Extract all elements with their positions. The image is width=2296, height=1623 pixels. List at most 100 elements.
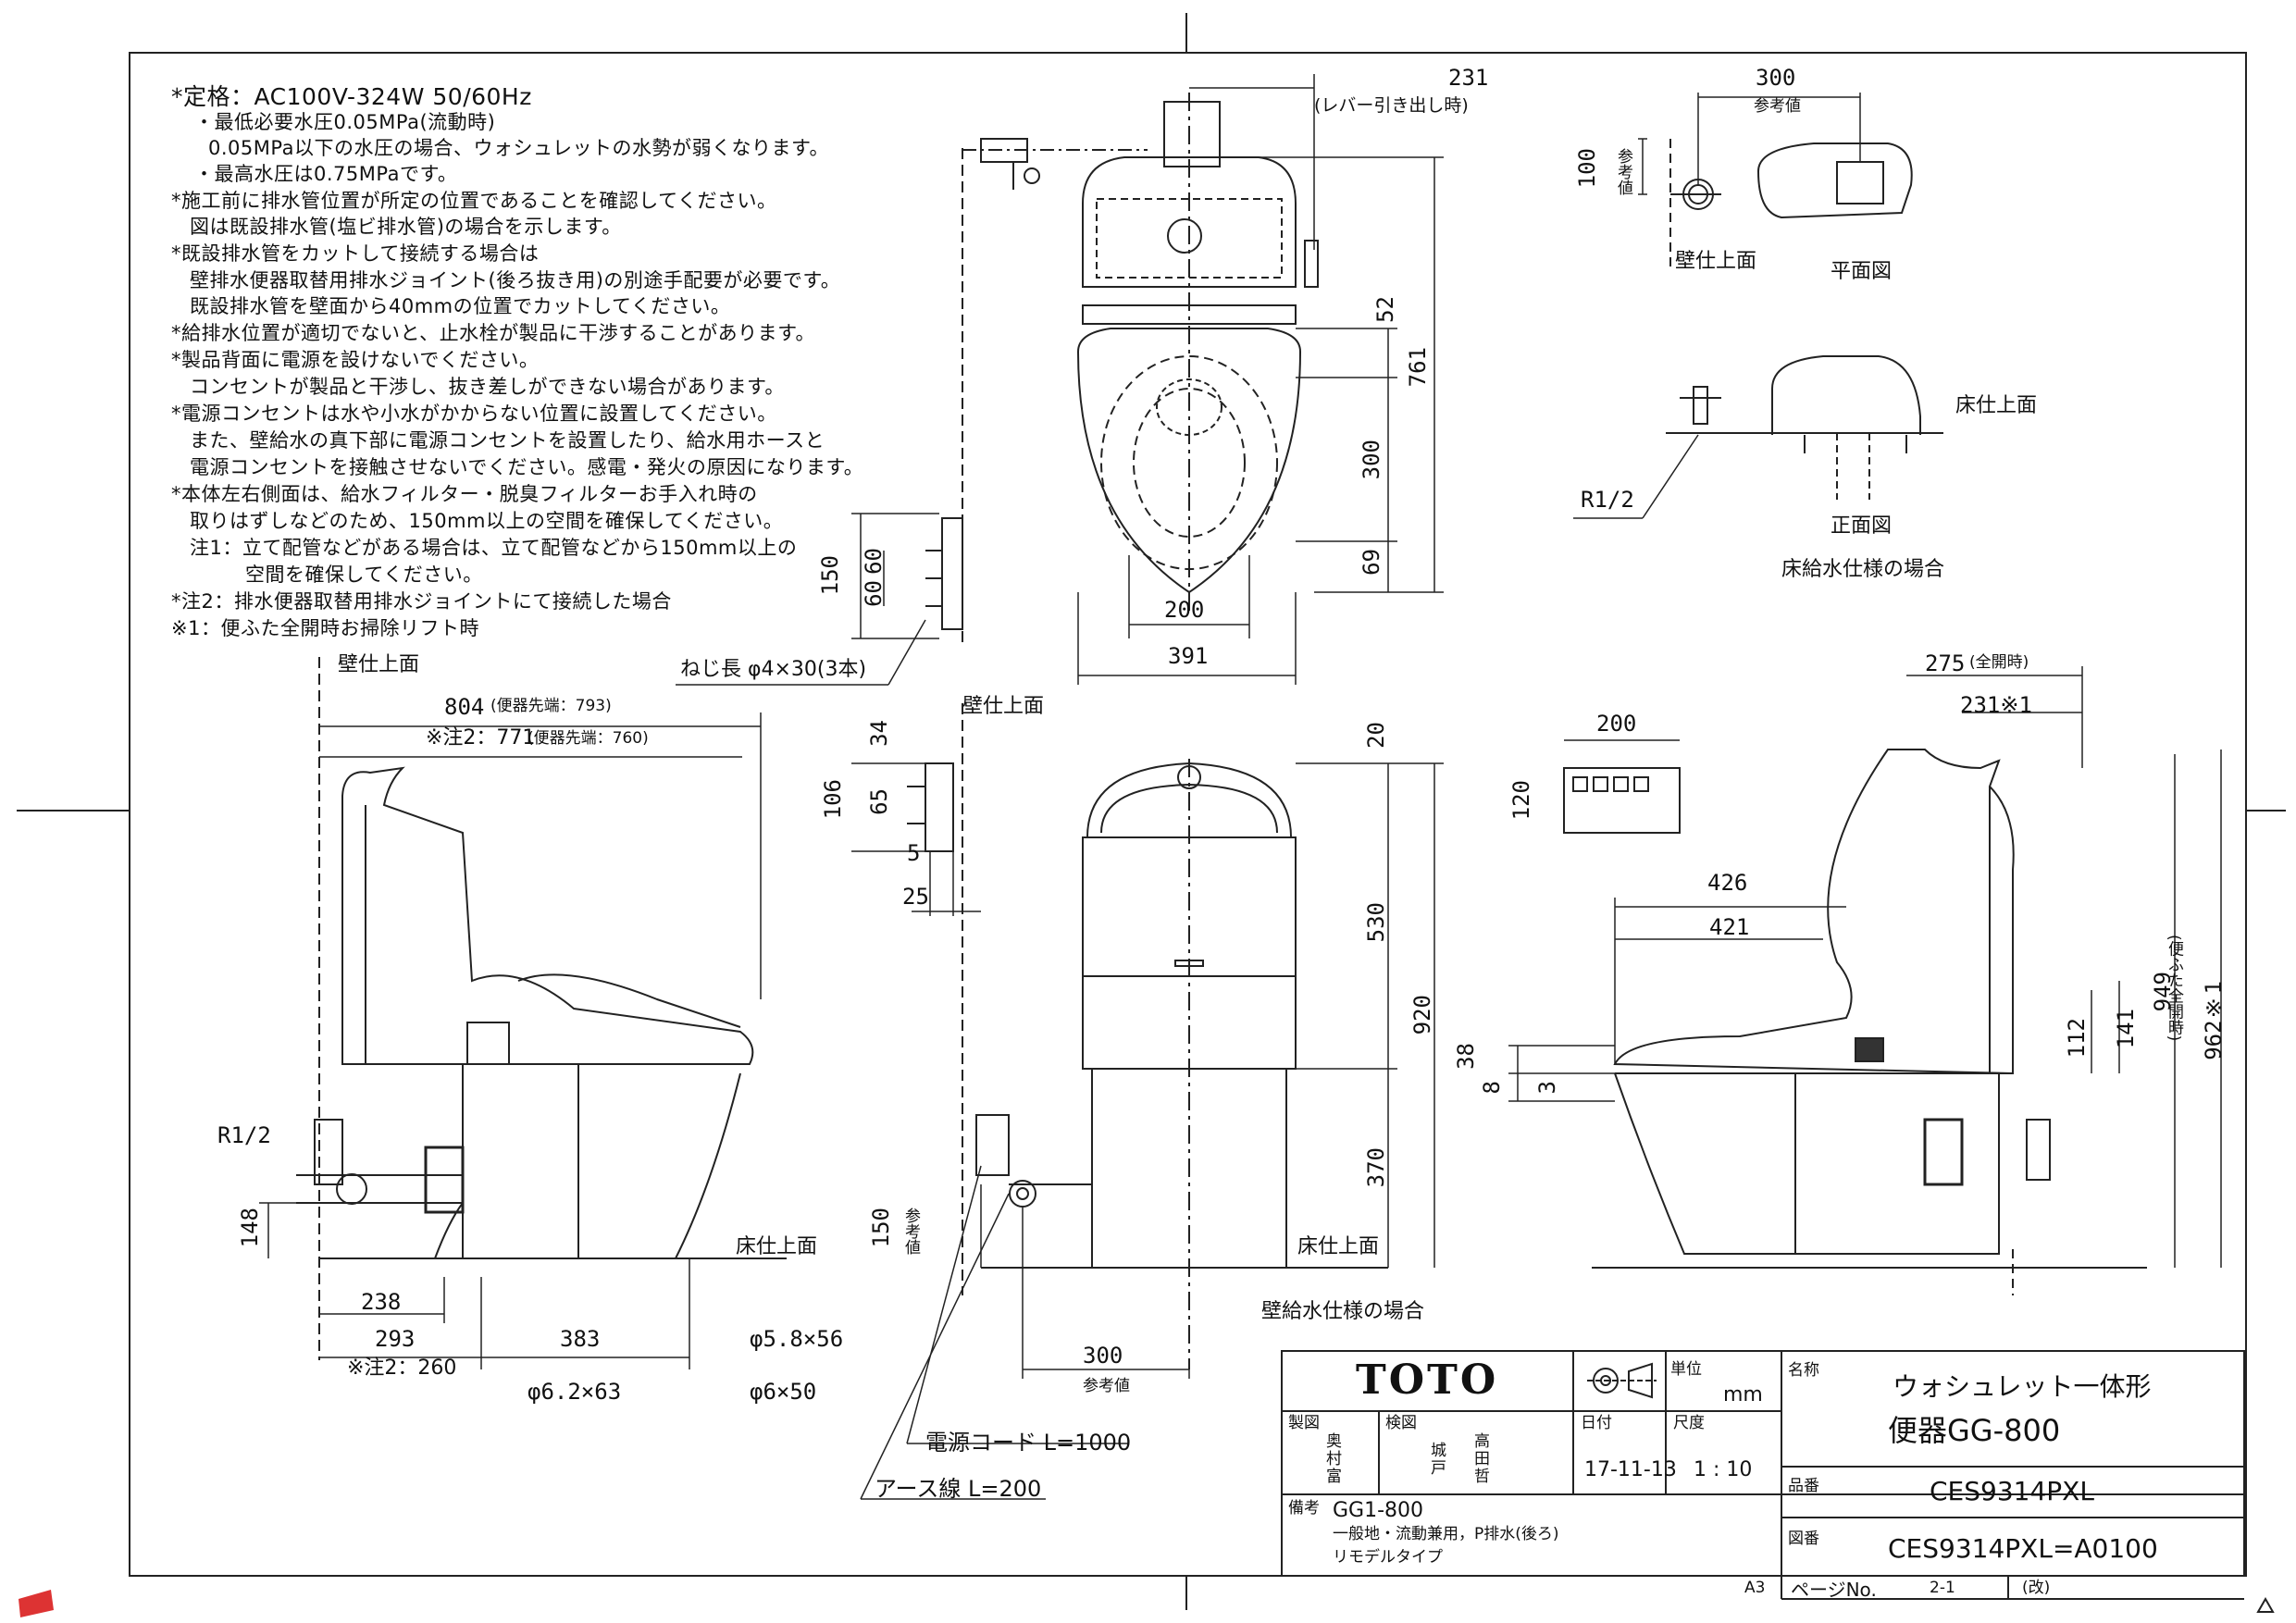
dim-8: 8: [1479, 1081, 1505, 1095]
title-block-frame: [1281, 1350, 2245, 1600]
note-line: ※1：便ふた全開時お掃除リフト時: [171, 617, 479, 639]
dim-65: 65: [866, 788, 892, 815]
dim-25: 25: [902, 884, 929, 910]
reference-label: 参考値: [1614, 148, 1632, 195]
wall-supply-title: 壁給水仕様の場合: [1261, 1300, 1425, 1323]
remarks-label: 備考: [1288, 1499, 1320, 1518]
projection-symbol: [1587, 1362, 1657, 1399]
part-number: CES9314PXL: [1930, 1476, 2094, 1506]
note-line: *既設排水管をカットして接続する場合は: [171, 242, 540, 265]
note-line: 図は既設排水管(塩ビ排水管)の場合を示します。: [190, 216, 622, 238]
date-value: 17-11-13: [1584, 1458, 1677, 1481]
note-line: ・最低必要水圧0.05MPa(流動時): [194, 111, 496, 133]
dim-141: 141: [2113, 1009, 2139, 1049]
dim-52: 52: [1372, 296, 1398, 323]
name-label: 名称: [1788, 1361, 1819, 1380]
sheet-size: A3: [1744, 1579, 1766, 1597]
dim-293: 293: [375, 1326, 416, 1352]
reference-label: 参考値: [901, 1208, 920, 1255]
dim-771: ※注2：771: [426, 726, 536, 750]
note-line: *本体左右側面は、給水フィルター・脱臭フィルターお手入れ時の: [171, 483, 758, 505]
left-side-view: [296, 657, 787, 1360]
scale-value: 1 : 10: [1694, 1458, 1753, 1481]
dim-300-ref: 300: [1756, 65, 1796, 91]
dim-69: 69: [1359, 549, 1384, 576]
right-view-dimensions: [1508, 666, 2222, 1268]
screw-note: ねじ長 φ4×30(3本): [680, 658, 867, 681]
note-line: コンセントが製品と干渉し、抜き差しができない場合があります。: [190, 376, 785, 398]
small-bracket: [851, 762, 981, 916]
dim-200: 200: [1164, 597, 1205, 623]
note-line: 壁排水便器取替用排水ジョイント(後ろ抜き用)の別途手配要が必要です。: [190, 269, 841, 291]
note-line: *注2：排水便器取替用排水ジョイントにて接続した場合: [171, 590, 672, 613]
note-line: ・最高水圧は0.75MPaです。: [194, 163, 458, 185]
dim-231: 231: [1448, 65, 1489, 91]
product-name-line2: 便器GG-800: [1888, 1413, 2061, 1448]
floor-supply-title: 床給水仕様の場合: [1781, 558, 1945, 581]
wall-surface-label: 壁仕上面: [962, 695, 1045, 718]
sheet-border: [129, 52, 2247, 1577]
dim-300-ref: 300: [1083, 1343, 1123, 1369]
dim-106: 106: [820, 779, 846, 820]
remarks-3: リモデルタイプ: [1333, 1548, 1443, 1567]
dim-120: 120: [1508, 780, 1534, 821]
dim-530: 530: [1363, 902, 1389, 943]
made-by: 奥村富: [1322, 1432, 1341, 1485]
dim-112: 112: [2064, 1018, 2090, 1059]
dim-920: 920: [1409, 995, 1435, 1035]
dim-804: 804: [444, 694, 485, 720]
dim-771-note: (便器先端：760): [527, 729, 649, 748]
phi62-label: φ6.2×63: [527, 1379, 622, 1405]
note-line: 取りはずしなどのため、150mm以上の空間を確保してください。: [190, 510, 784, 532]
front-elevation-dimensions: [860, 762, 1444, 1500]
page-number: 2-1: [1930, 1579, 1955, 1597]
note-line: 空間を確保してください。: [245, 564, 483, 586]
made-label: 製図: [1288, 1414, 1320, 1432]
dim-20: 20: [1363, 722, 1389, 749]
note-rating: *定格：AC100V-324W 50/60Hz: [171, 83, 532, 110]
checker-1: 城戸: [1427, 1442, 1446, 1477]
note-line: *電源コンセントは水や小水がかからない位置に設置してください。: [171, 403, 777, 425]
dim-3: 3: [1534, 1081, 1560, 1095]
reference-label: 参考値: [1083, 1377, 1130, 1395]
remote-control: [1563, 739, 1681, 834]
note-line: *製品背面に電源を設けないでください。: [171, 349, 540, 371]
note-line: 電源コンセントを接触させないでください。感電・発火の原因になります。: [190, 456, 864, 478]
dim-426: 426: [1707, 870, 1748, 896]
reference-label: 参考値: [1754, 97, 1801, 116]
product-name-line1: ウォシュレット一体形: [1893, 1371, 2152, 1402]
date-label: 日付: [1581, 1414, 1612, 1432]
dim-391: 391: [1168, 643, 1209, 669]
dim-238: 238: [361, 1289, 402, 1315]
plan-view-title: 平面図: [1831, 260, 1893, 283]
dim-5: 5: [907, 840, 921, 866]
corner-mark: [19, 1590, 54, 1617]
dim-60: 60: [861, 548, 887, 575]
dim-150: 150: [817, 555, 843, 596]
dim-60: 60: [861, 580, 887, 607]
remarks-1: GG1-800: [1333, 1499, 1424, 1522]
dim-148: 148: [237, 1208, 263, 1248]
toto-logo: TOTO: [1356, 1357, 1499, 1404]
wall-surface-label: 壁仕上面: [1675, 250, 1757, 273]
page-label: ページNo.: [1791, 1579, 1877, 1601]
dim-150-ref: 150: [868, 1208, 894, 1248]
dim-383: 383: [560, 1326, 601, 1352]
r12-label: R1/2: [217, 1122, 271, 1148]
note-line: 既設排水管を壁面から40mmの位置でカットしてください。: [190, 295, 731, 317]
power-cord-label: 電源コード L=1000: [925, 1430, 1132, 1456]
wall-surface-label: 壁仕上面: [338, 653, 420, 676]
phi58-label: φ5.8×56: [750, 1326, 844, 1352]
left-view-dimensions: [259, 712, 762, 1369]
dim-761: 761: [1405, 347, 1431, 388]
note-line: また、壁給水の真下部に電源コンセントを設置したり、給水用ホースと: [190, 429, 825, 452]
top-plan-view: [962, 93, 1319, 648]
revision-label: (改): [2022, 1579, 2051, 1597]
note-line: *施工前に排水管位置が所定の位置であることを確認してください。: [171, 190, 777, 212]
dim-421: 421: [1709, 914, 1750, 940]
earth-wire-label: アース線 L=200: [875, 1476, 1042, 1502]
check-label: 検図: [1385, 1414, 1417, 1432]
dim-962: 962※1: [2201, 981, 2227, 1060]
checker-2: 高田哲: [1471, 1432, 1489, 1485]
top-view-dimensions: [1077, 74, 1444, 685]
